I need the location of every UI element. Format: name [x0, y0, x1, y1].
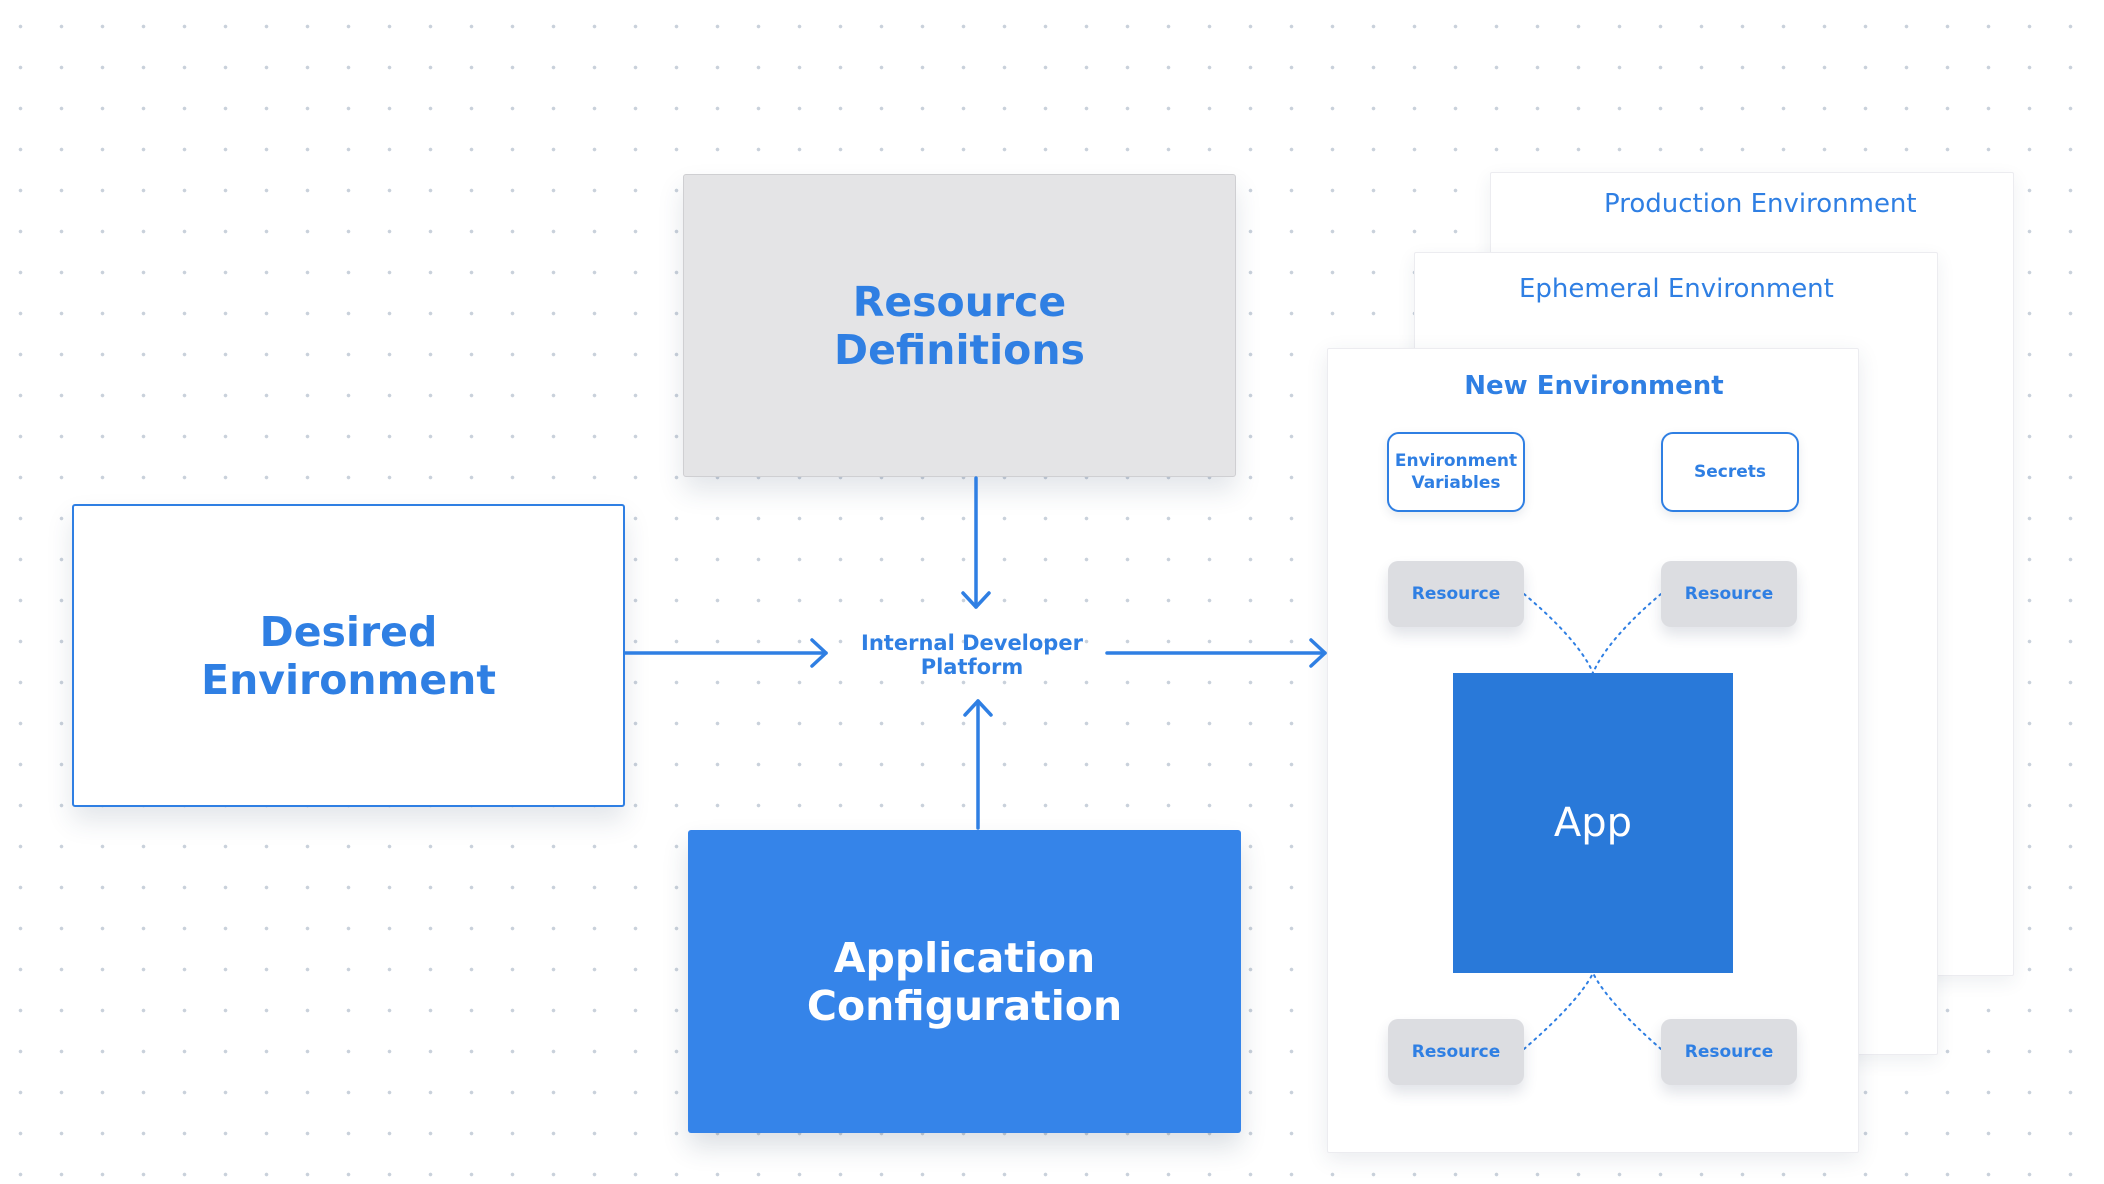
app-node: App	[1453, 673, 1733, 973]
resource-node-top-left: Resource	[1388, 561, 1524, 627]
ephemeral-environment-title: Ephemeral Environment	[1519, 274, 1834, 304]
application-configuration-box: Application Configuration	[688, 830, 1241, 1133]
new-environment-title: New Environment	[1464, 371, 1724, 401]
arrow-application-configuration-to-idp	[963, 699, 993, 830]
desired-environment-label: Desired Environment	[201, 607, 496, 704]
resource-node-top-right: Resource	[1661, 561, 1797, 627]
new-environment-card: New Environment Environment Variables Se…	[1327, 348, 1859, 1153]
connector-top-left	[1523, 593, 1594, 674]
arrow-desired-to-idp	[623, 638, 828, 668]
resource-node-bottom-right: Resource	[1661, 1019, 1797, 1085]
connector-bottom-right	[1592, 972, 1662, 1050]
internal-developer-platform-label: Internal Developer Platform	[861, 631, 1083, 679]
arrow-resource-definitions-to-idp	[961, 476, 991, 609]
desired-environment-box: Desired Environment	[72, 504, 625, 807]
resource-definitions-label: Resource Definitions	[834, 277, 1085, 374]
resource-node-bottom-left: Resource	[1388, 1019, 1524, 1085]
secrets-node: Secrets	[1661, 432, 1799, 512]
resource-definitions-box: Resource Definitions	[683, 174, 1236, 477]
resource-connectors	[1523, 593, 1662, 1050]
production-environment-title: Production Environment	[1604, 189, 1917, 219]
application-configuration-label: Application Configuration	[806, 933, 1123, 1030]
arrow-idp-to-new-environment	[1105, 638, 1327, 668]
connector-top-right	[1592, 593, 1662, 674]
connector-bottom-left	[1523, 972, 1594, 1050]
environment-variables-node: Environment Variables	[1387, 432, 1525, 512]
